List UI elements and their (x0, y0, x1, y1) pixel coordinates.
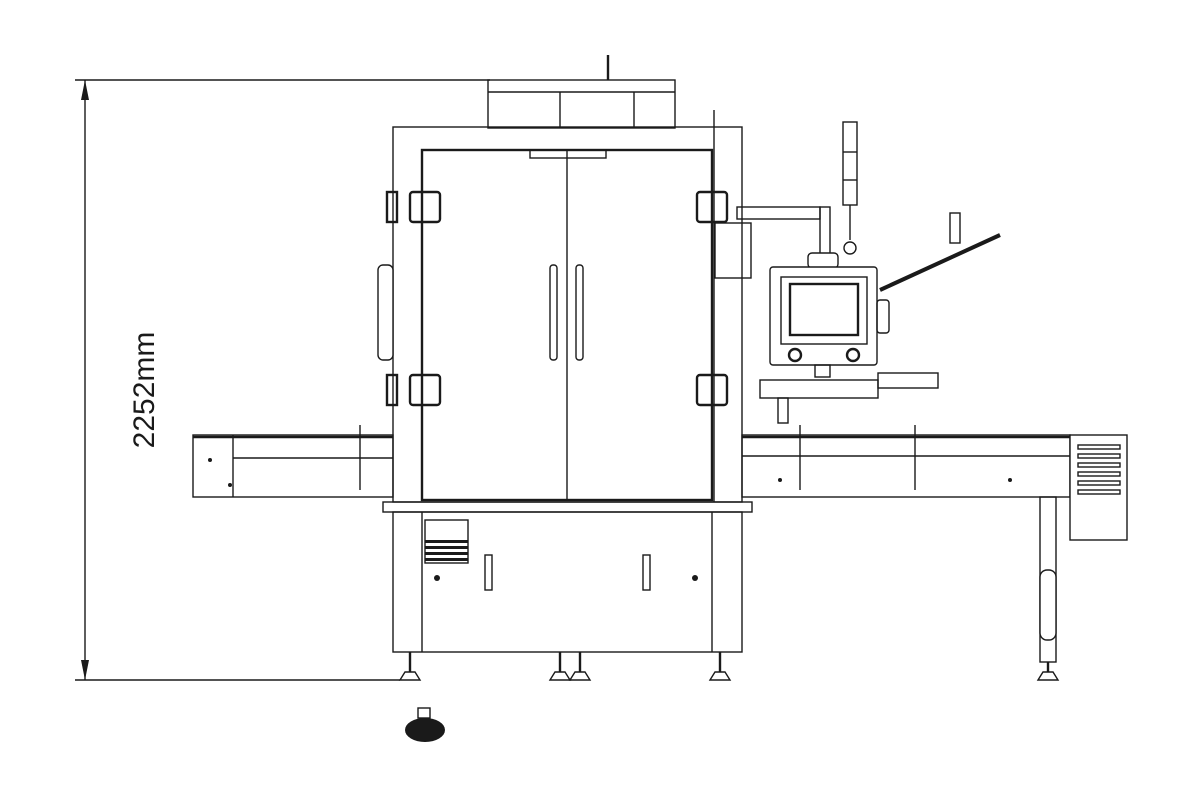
height-dimension-label: 2252mm (128, 331, 161, 449)
main-cabinet-frame (392, 110, 743, 503)
hmi-touch-panel (759, 212, 1001, 424)
electrical-box (1069, 434, 1128, 541)
door-handles (377, 264, 584, 361)
lower-cabinet (382, 501, 753, 653)
door-hinges (385, 190, 729, 407)
right-conveyor (741, 425, 1071, 663)
left-conveyor (192, 425, 394, 498)
height-dimension-line (75, 79, 490, 681)
signal-light-tower (842, 121, 858, 255)
vent-grille (424, 519, 469, 564)
leveling-feet (398, 652, 1060, 681)
detached-foot (405, 707, 445, 742)
top-hood (487, 55, 676, 129)
